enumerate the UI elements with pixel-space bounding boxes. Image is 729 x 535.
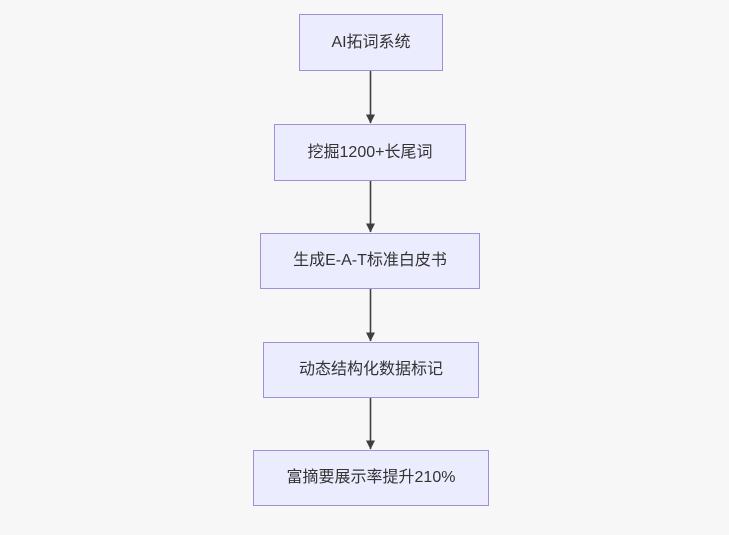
- flow-node-longtail-mining: 挖掘1200+长尾词: [274, 124, 466, 181]
- flow-node-label: 富摘要展示率提升210%: [286, 469, 456, 487]
- flow-node-label: 动态结构化数据标记: [298, 361, 443, 379]
- flow-node-label: 挖掘1200+长尾词: [307, 143, 433, 161]
- flow-node-rich-snippet-rate: 富摘要展示率提升210%: [253, 450, 489, 506]
- flow-node-label: 生成E-A-T标准白皮书: [293, 252, 447, 270]
- flow-node-ai-expansion-system: AI拓词系统: [299, 14, 443, 71]
- flow-node-structured-data-markup: 动态结构化数据标记: [263, 342, 479, 398]
- flow-node-eat-whitepaper: 生成E-A-T标准白皮书: [260, 233, 480, 289]
- flow-node-label: AI拓词系统: [331, 33, 411, 51]
